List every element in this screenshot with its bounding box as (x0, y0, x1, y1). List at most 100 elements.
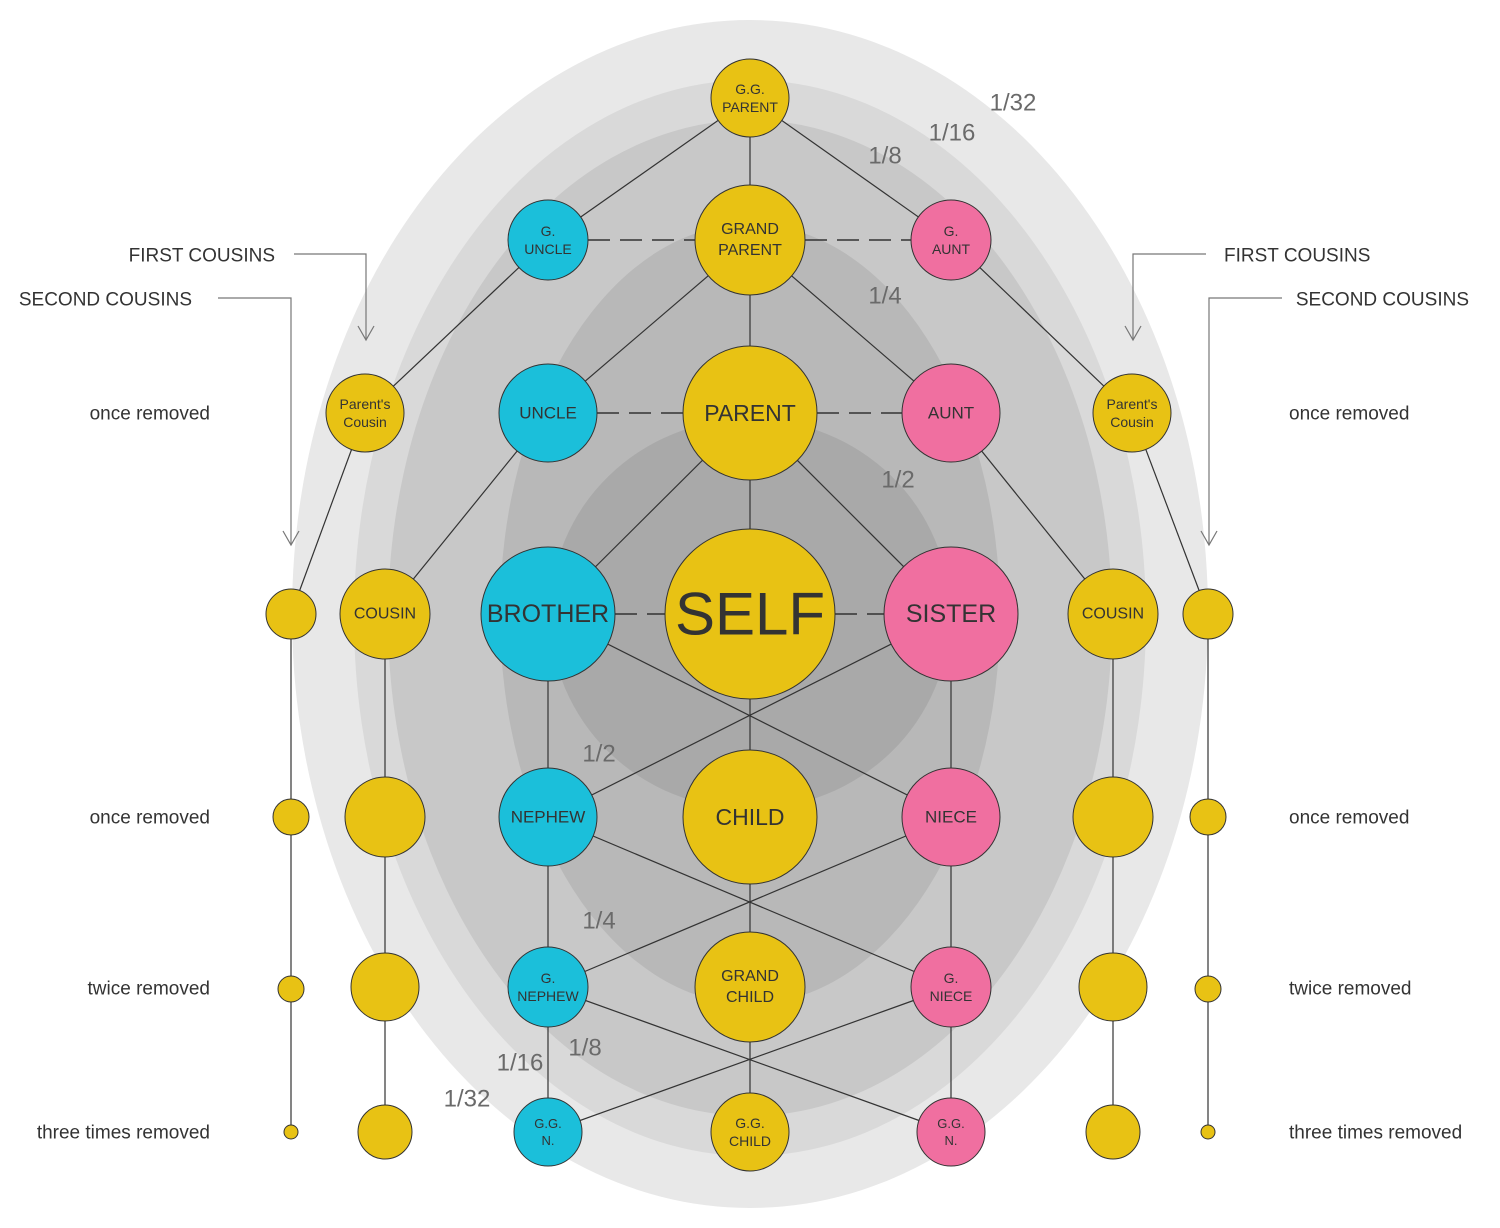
unlabeled-relative-circle (350, 952, 420, 1022)
node-label: UNCLE (519, 404, 577, 423)
node-circle (694, 184, 806, 296)
node-label: GRAND (721, 968, 779, 985)
node-g-niece: G.NIECE (910, 946, 992, 1028)
cousin-annotations: FIRST COUSINS SECOND COUSINS FIRST COUSI… (19, 246, 1469, 311)
node-label: CHILD (715, 804, 784, 830)
first-cousins-pointer-right (1132, 253, 1206, 340)
fraction-label: 1/16 (497, 1050, 544, 1077)
node-aunt: AUNT (901, 363, 1001, 463)
node-child: CHILD (682, 749, 818, 885)
node-label: UNCLE (524, 241, 571, 257)
node-g-nephew: G.NEPHEW (507, 946, 589, 1028)
unlabeled-relative-circle (1182, 588, 1234, 640)
relationship-line (547, 986, 952, 1133)
node-label: NEPHEW (511, 808, 586, 827)
fraction-label: 1/32 (990, 90, 1037, 117)
node-circle (883, 546, 1019, 682)
node-label: NIECE (930, 988, 973, 1004)
fraction-label: 1/4 (582, 908, 615, 935)
node-label: N. (945, 1133, 958, 1148)
relationship-line (749, 97, 952, 241)
unlabeled-relative-circle (277, 975, 305, 1003)
three-times-removed-label: three times removed (1289, 1123, 1462, 1144)
relationship-line (950, 239, 1133, 414)
unlabeled-relative-circle (1194, 975, 1222, 1003)
fraction-label: 1/4 (868, 283, 901, 310)
node-label: G.G. (735, 1115, 765, 1131)
node-label: Parent's (340, 396, 391, 412)
second-cousins-label-right: SECOND COUSINS (1296, 290, 1469, 311)
node-label: COUSIN (354, 606, 416, 623)
node-label: GRAND (721, 221, 779, 238)
node-label: Cousin (343, 414, 387, 430)
node-label: PARENT (704, 400, 796, 426)
node-self: SELF (664, 528, 836, 700)
node-label: G.G. (937, 1116, 964, 1131)
relationship-line (547, 816, 952, 988)
node-label: G. (541, 223, 556, 239)
node-gg-n-right: G.G. N. (916, 1097, 986, 1167)
node-circle (901, 363, 1001, 463)
node-circle (664, 528, 836, 700)
node-circle (1067, 568, 1159, 660)
node-circle (916, 1097, 986, 1167)
node-label: BROTHER (487, 600, 609, 628)
first-cousins-label-right: FIRST COUSINS (1224, 246, 1370, 267)
node-circle (901, 767, 1001, 867)
node-g-aunt: G. AUNT (910, 199, 992, 281)
node-circle (513, 1097, 583, 1167)
relative-nodes: G.G.PARENTG.UNCLEGRANDPARENTG.AUNTParent… (265, 58, 1234, 1172)
node-circle (507, 946, 589, 1028)
node-gg-n-left: G.G.N. (513, 1097, 583, 1167)
twice-removed-label: twice removed (1289, 979, 1412, 1000)
node-sister: SISTER (883, 546, 1019, 682)
once-removed-label: once removed (90, 808, 210, 829)
node-circle (682, 345, 818, 481)
fraction-label: 1/2 (582, 741, 615, 768)
node-cousin-left: COUSIN (339, 568, 431, 660)
removal-labels: once removed once removed twice removed … (37, 404, 1462, 1144)
node-circle (507, 199, 589, 281)
node-label: SELF (675, 581, 825, 648)
node-cousin-right: COUSIN (1067, 568, 1159, 660)
once-removed-label: once removed (1289, 404, 1409, 425)
cousin-pointers (218, 253, 1282, 547)
node-circle (1092, 373, 1172, 453)
fraction-label: 1/32 (444, 1086, 491, 1113)
arrowhead (1200, 530, 1218, 547)
node-label: G.G. (735, 81, 765, 97)
node-label: PARENT (722, 99, 778, 115)
unlabeled-relative-circle (1078, 952, 1148, 1022)
three-times-removed-label: three times removed (37, 1123, 210, 1144)
fraction-label: 1/8 (868, 143, 901, 170)
node-circle (498, 767, 598, 867)
unlabeled-relative-circle (265, 588, 317, 640)
node-uncle: UNCLE (498, 363, 598, 463)
arrowhead (1124, 325, 1142, 342)
unlabeled-relative-circle (1200, 1124, 1216, 1140)
node-nephew: NEPHEW (498, 767, 598, 867)
once-removed-label: once removed (90, 404, 210, 425)
node-label: G. (541, 970, 556, 986)
unlabeled-relative-circle (1072, 776, 1154, 858)
node-circle (682, 749, 818, 885)
first-cousins-label-left: FIRST COUSINS (129, 246, 275, 267)
node-circle (498, 363, 598, 463)
node-circle (710, 1092, 790, 1172)
node-label: SISTER (906, 600, 996, 628)
node-circle (910, 946, 992, 1028)
first-cousins-pointer-left (294, 253, 367, 340)
node-label: CHILD (729, 1133, 771, 1149)
fraction-label: 1/16 (929, 120, 976, 147)
node-label: G. (944, 223, 959, 239)
node-label: G.G. (534, 1116, 561, 1131)
unlabeled-relative-circle (344, 776, 426, 858)
second-cousins-label-left: SECOND COUSINS (19, 290, 192, 311)
node-label: AUNT (932, 241, 971, 257)
relationship-line (364, 239, 549, 414)
